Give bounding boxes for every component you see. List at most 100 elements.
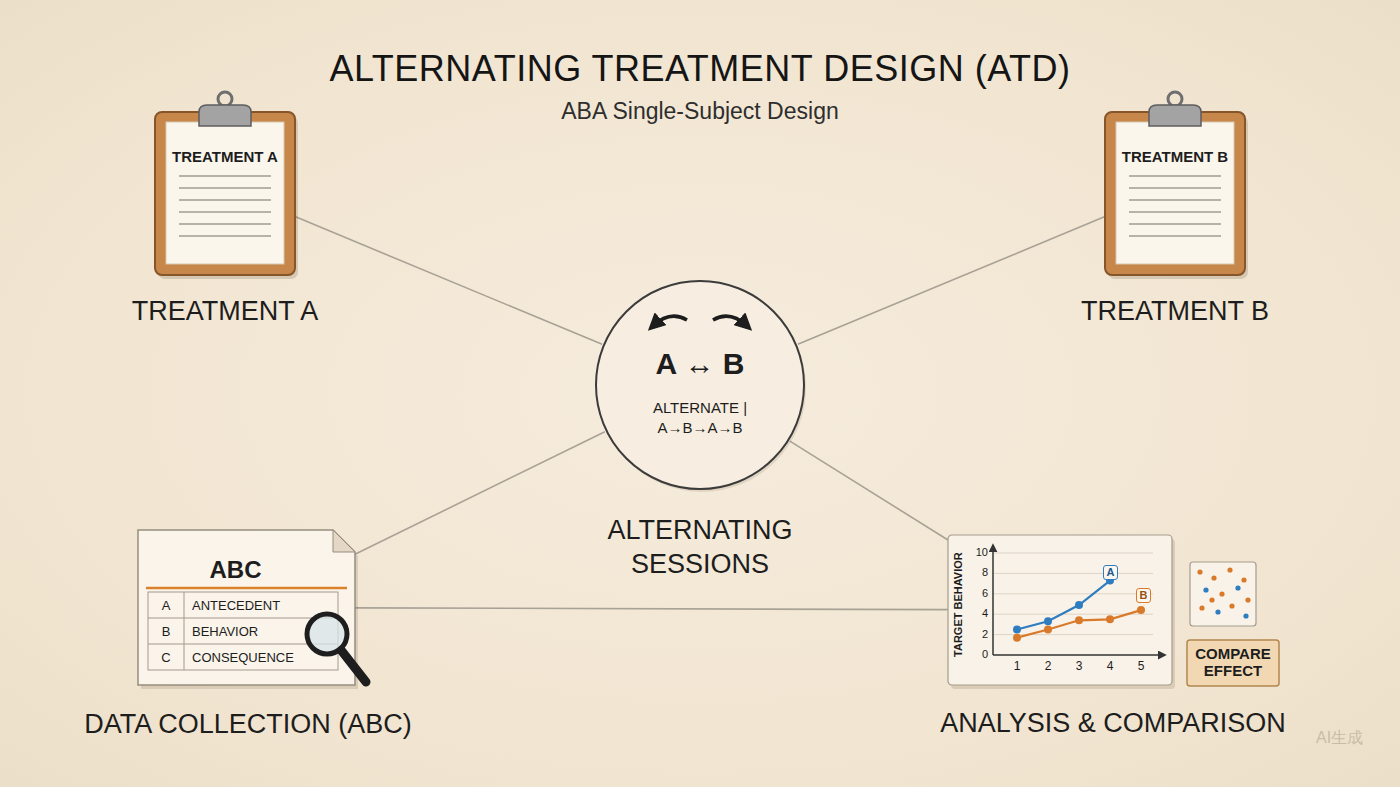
clipboard-outline	[1105, 100, 1245, 275]
series-marker: A	[1103, 565, 1118, 580]
grid-line	[993, 573, 1153, 574]
alternation-symbol: A ↔ B	[615, 346, 785, 382]
series-point	[1044, 617, 1052, 625]
connector-line	[790, 441, 948, 540]
abc-data-card: ABCAANTECEDENTBBEHAVIORCCONSEQUENCEDATA …	[138, 530, 355, 685]
series-point	[1044, 626, 1052, 634]
clipboard-outline	[155, 100, 295, 275]
table-rule	[184, 592, 185, 670]
paper-line	[179, 235, 271, 237]
paper-line	[1129, 199, 1221, 201]
series-point	[1106, 615, 1114, 623]
clipboard-board	[1105, 112, 1245, 275]
tick-label: 5	[1131, 660, 1151, 673]
circle-outline	[595, 280, 805, 490]
paper-line	[179, 199, 271, 201]
clipboard-paper	[1116, 122, 1234, 264]
clipboard-title: TREATMENT B	[1117, 148, 1233, 166]
clip-top	[1149, 105, 1201, 126]
table-rule	[148, 618, 338, 619]
clip-top	[199, 105, 251, 126]
clip-ring	[218, 92, 232, 106]
treatment-clipboard: TREATMENT ATREATMENT A	[155, 100, 295, 275]
paper-line	[179, 187, 271, 189]
card-body	[138, 530, 355, 685]
series-point	[1137, 606, 1145, 614]
grid-line	[993, 553, 1153, 554]
tick-label: 6	[968, 587, 988, 599]
scatter-dot	[1245, 597, 1250, 602]
card-title: ABC	[138, 556, 333, 585]
treatment-clipboard: TREATMENT BTREATMENT B	[1105, 100, 1245, 275]
paper-line	[179, 175, 271, 177]
tick-label: 8	[968, 566, 988, 578]
magnifier-glass	[307, 614, 347, 654]
series-line	[1017, 610, 1141, 638]
node-heading: DATA COLLECTION (ABC)	[58, 708, 438, 740]
paper-line	[1129, 187, 1221, 189]
panel-body	[948, 535, 1172, 685]
table-cell: CONSEQUENCE	[192, 650, 322, 666]
alternation-sequence: ALTERNATE | A→B→A→B	[637, 398, 763, 437]
table-cell: C	[150, 650, 182, 666]
tick-label: 2	[968, 628, 988, 640]
series-point	[1075, 616, 1083, 624]
tick-label: 2	[1038, 660, 1058, 673]
scatter-dot	[1203, 587, 1208, 592]
subtitle: ABA Single-Subject Design	[450, 98, 950, 125]
paper-line	[1129, 235, 1221, 237]
scatter-dot	[1199, 605, 1204, 610]
paper-line	[179, 223, 271, 225]
node-heading: ANALYSIS & COMPARISON	[923, 707, 1303, 739]
clipboard-shadow	[1108, 116, 1248, 279]
scatter-dot	[1215, 609, 1220, 614]
compare-effect-tag: COMPARE EFFECT	[1187, 640, 1279, 686]
tick-label: 4	[1100, 660, 1120, 673]
series-line	[1017, 581, 1110, 630]
line-chart-panel: TARGET BEHAVIOR108642012345ABANALYSIS & …	[948, 535, 1172, 685]
paper-line	[1129, 175, 1221, 177]
paper-line	[1129, 223, 1221, 225]
series-point	[1013, 634, 1021, 642]
tick-label: 4	[968, 607, 988, 619]
tick-label: 3	[1069, 660, 1089, 673]
series-point	[1013, 626, 1021, 634]
magnifier-handle	[341, 650, 366, 682]
paper-line	[1129, 211, 1221, 213]
table-cell: A	[150, 598, 182, 614]
connector-line	[295, 217, 602, 345]
diagram-title: ALTERNATING TREATMENT DESIGN (ATD)	[200, 48, 1200, 90]
grid-line	[993, 593, 1153, 594]
tick-label: 0	[968, 648, 988, 660]
circle-body	[596, 281, 804, 489]
scatter-dot	[1227, 567, 1232, 572]
tick-label: 1	[1007, 660, 1027, 673]
table-cell: BEHAVIOR	[192, 624, 322, 640]
scatter-dot	[1235, 585, 1240, 590]
scatter-frame	[1190, 562, 1256, 626]
y-axis	[992, 545, 994, 655]
tag-body	[1187, 640, 1279, 686]
scatter-dot	[1229, 603, 1234, 608]
clipboard-board	[155, 112, 295, 275]
node-heading: TREATMENT B	[1045, 295, 1305, 327]
watermark: AI生成	[1316, 728, 1386, 749]
series-marker: B	[1136, 588, 1151, 603]
clipboard-shadow	[158, 116, 298, 279]
table-cell: ANTECEDENT	[192, 598, 322, 614]
table-cell: B	[150, 624, 182, 640]
card-fold	[333, 530, 355, 552]
x-axis	[993, 654, 1165, 656]
clip-ring	[1168, 92, 1182, 106]
scatter-dot	[1209, 597, 1214, 602]
paper-line	[179, 211, 271, 213]
scatter-dot	[1243, 613, 1248, 618]
node-heading: TREATMENT A	[95, 295, 355, 327]
connector-line	[355, 608, 948, 610]
tick-label: 10	[968, 546, 988, 558]
series-point	[1075, 601, 1083, 609]
alternation-arrow	[653, 316, 687, 326]
scatter-dot	[1241, 577, 1246, 582]
header-rule	[146, 587, 347, 590]
connector-line	[798, 217, 1105, 345]
